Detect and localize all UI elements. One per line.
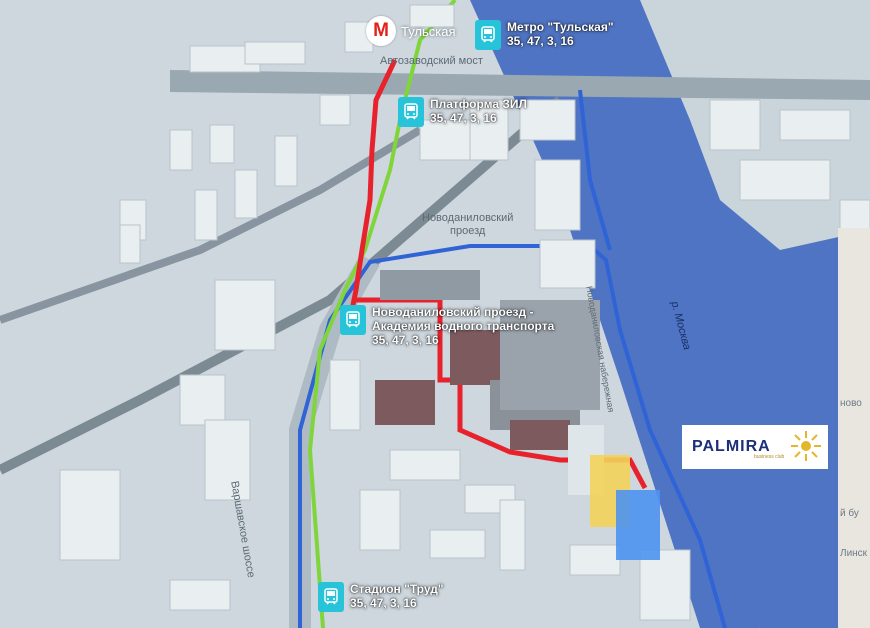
tram-icon: [475, 20, 501, 50]
logo-subtitle: business club: [754, 454, 785, 460]
academy-complex: [375, 270, 604, 495]
buildings: [59, 4, 870, 621]
stop-metro-tulskaya[interactable]: Метро "Тульская"35, 47, 3, 16: [475, 20, 614, 50]
palmira-logo[interactable]: PALMIRA business club: [682, 425, 828, 469]
inset-fragment: й бу: [840, 508, 859, 519]
stop-routes: 35, 47, 3, 16: [507, 34, 574, 48]
route-green: [307, 0, 457, 628]
metro-tulskaya-marker[interactable]: М Тульская: [366, 16, 456, 46]
inset-fragment: Линск: [840, 548, 868, 559]
metro-label: Тульская: [401, 23, 456, 39]
tram-icon: [398, 97, 424, 127]
tram-icon: [340, 305, 366, 335]
route-red: [349, 58, 398, 311]
sun-icon: [791, 431, 821, 461]
stop-stadion-trud[interactable]: Стадион "Труд"35, 47, 3, 16: [318, 582, 444, 612]
tram-icon: [318, 582, 344, 612]
stop-routes: 35, 47, 3, 16: [372, 333, 439, 347]
stop-name-line: Академия водного транспорта: [372, 319, 555, 333]
bridge-label: Автозаводский мост: [380, 55, 483, 67]
stop-akademiya[interactable]: Новоданиловский проезд - Академия водног…: [340, 305, 554, 347]
stop-name: Платформа ЗИЛ: [430, 97, 527, 111]
logo-name: PALMIRA: [692, 438, 771, 455]
inset-map[interactable]: ново й бу Линск: [838, 228, 870, 628]
stop-name-line: Новоданиловский проезд -: [372, 305, 534, 319]
street-label-novodanilovsky: Новоданиловский проезд: [422, 212, 514, 237]
stop-routes: 35, 47, 3, 16: [430, 111, 497, 125]
target-building-blue[interactable]: [616, 490, 660, 560]
stop-routes: 35, 47, 3, 16: [350, 596, 417, 610]
metro-icon: М: [366, 16, 396, 46]
stop-name: Метро "Тульская": [507, 20, 614, 34]
bridge: [170, 70, 870, 100]
inset-fragment: ново: [840, 398, 862, 409]
stop-name: Стадион "Труд": [350, 582, 444, 596]
